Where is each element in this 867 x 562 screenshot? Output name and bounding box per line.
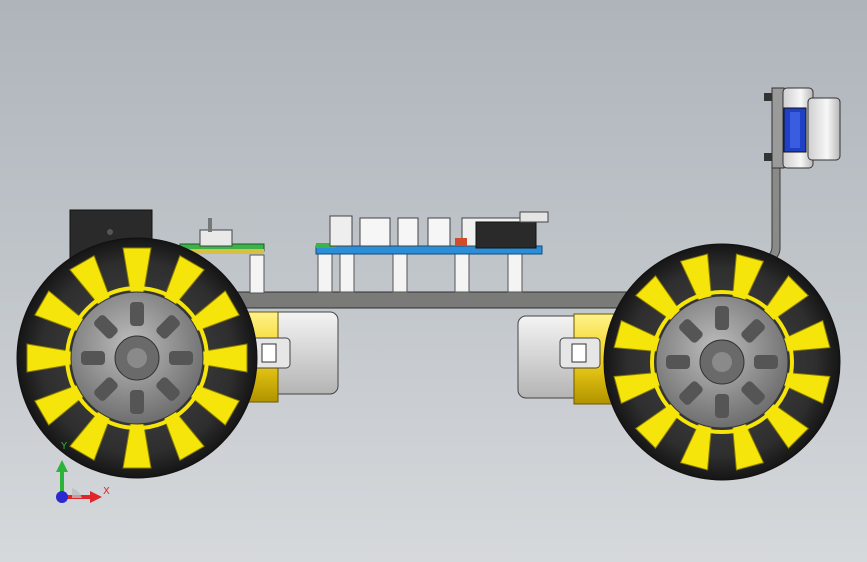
right-motor	[517, 313, 619, 405]
ultrasonic-sensor	[764, 87, 841, 169]
standoffs	[249, 251, 523, 294]
controller-board	[315, 211, 549, 255]
coordinate-triad[interactable]	[56, 460, 102, 503]
left-mecanum-wheel	[16, 237, 258, 479]
triad-x-label: X	[103, 486, 110, 497]
triad-y-label: Y	[61, 441, 68, 452]
right-mecanum-wheel	[603, 243, 841, 481]
switch-board	[179, 218, 265, 254]
